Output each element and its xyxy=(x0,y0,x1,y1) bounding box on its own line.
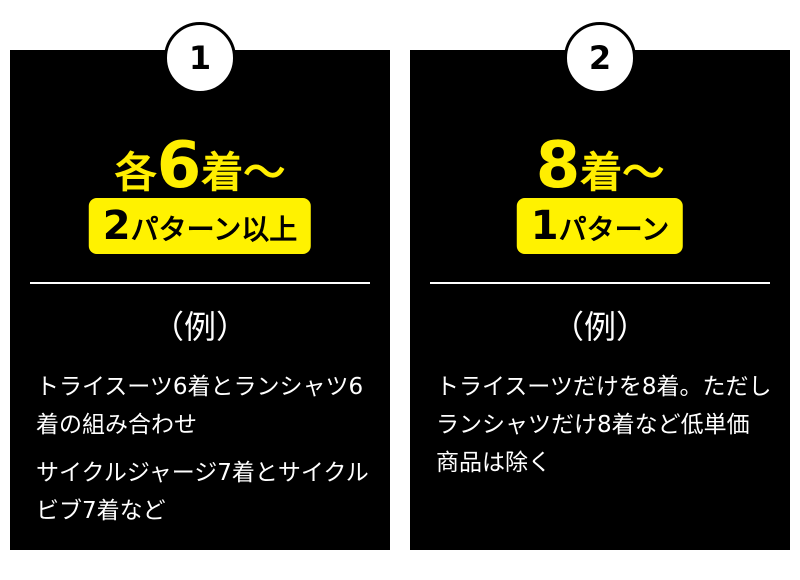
example-body: トライスーツ6着とランシャツ6着の組み合わせ サイクルジャージ7着とサイクルビブ… xyxy=(36,368,372,540)
example-line: サイクルジャージ7着とサイクルビブ7着など xyxy=(36,460,369,524)
pattern-text: パターン以上 xyxy=(130,213,298,246)
headline-count: 6 xyxy=(156,129,202,203)
example-line: トライスーツだけを8着。ただしランシャツだけ8着など低単価商品は除く xyxy=(436,374,772,476)
card-number-badge: 2 xyxy=(564,22,636,94)
pattern-count: 1 xyxy=(530,203,559,249)
headline-suffix: 着〜 xyxy=(580,148,665,197)
divider xyxy=(430,282,770,284)
example-heading: （例） xyxy=(551,308,648,346)
card-headline: 各6着〜 xyxy=(10,134,390,198)
headline-prefix: 各 xyxy=(114,148,157,197)
divider xyxy=(30,282,370,284)
pattern-text: パターン xyxy=(558,213,670,246)
example-line: トライスーツ6着とランシャツ6着の組み合わせ xyxy=(36,374,364,438)
card-number-badge: 1 xyxy=(164,22,236,94)
headline-count: 8 xyxy=(535,129,581,203)
headline-suffix: 着〜 xyxy=(201,148,286,197)
example-body: トライスーツだけを8着。ただしランシャツだけ8着など低単価商品は除く xyxy=(436,368,772,492)
card-headline: 8着〜 xyxy=(410,134,790,198)
pattern-count: 2 xyxy=(102,203,131,249)
example-heading: （例） xyxy=(151,308,248,346)
